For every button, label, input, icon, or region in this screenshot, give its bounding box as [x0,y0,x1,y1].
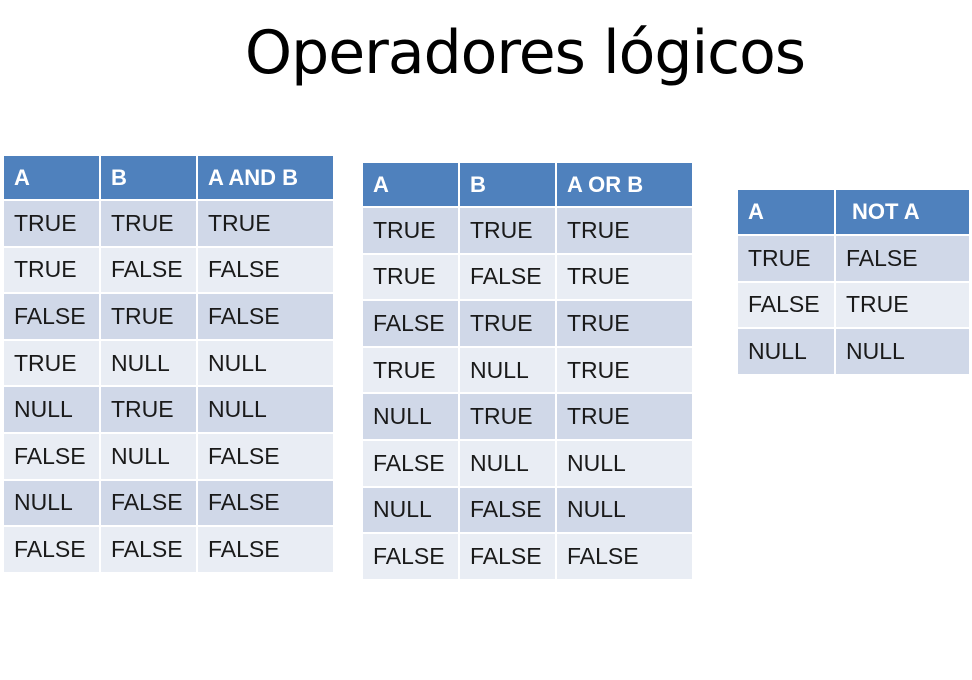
table-cell: TRUE [555,392,694,441]
table-cell: TRUE [555,299,694,348]
table-cell: FALSE [2,525,101,574]
table-cell: FALSE [196,525,335,574]
column-header: B [99,154,198,201]
table-row: FALSE NULL FALSE [2,431,335,481]
table-cell: TRUE [458,392,557,441]
table-row: FALSE FALSE FALSE [2,525,335,574]
table-cell: FALSE [196,478,335,528]
table-row: TRUE TRUE TRUE [361,206,694,255]
table-cell: TRUE [458,299,557,348]
table-cell: NULL [99,338,198,388]
table-cell: NULL [736,327,836,376]
table-row: TRUE FALSE [736,234,971,283]
table-cell: TRUE [2,245,101,295]
table-cell: TRUE [736,234,836,283]
table-row: TRUE FALSE TRUE [361,252,694,302]
table-cell: NULL [361,392,460,441]
page-title: Operadores lógicos [244,18,806,88]
table-cell: FALSE [736,280,836,329]
table-cell: FALSE [196,245,335,295]
table-cell: TRUE [2,338,101,388]
table-cell: FALSE [2,431,101,481]
table-row: FALSE TRUE TRUE [361,299,694,348]
table-row: FALSE TRUE FALSE [2,292,335,341]
table-row: TRUE NULL TRUE [361,345,694,395]
table-cell: FALSE [99,525,198,574]
column-header: A [2,154,101,201]
column-header: A AND B [196,154,335,201]
table-cell: FALSE [555,532,694,581]
column-header: A [361,161,460,208]
table-cell: TRUE [99,292,198,341]
table-cell: FALSE [196,292,335,341]
table-row: NULL TRUE TRUE [361,392,694,441]
table-row: FALSE FALSE FALSE [361,532,694,581]
table-cell: TRUE [555,252,694,302]
table-cell: TRUE [361,206,460,255]
table-cell: FALSE [361,532,460,581]
or-table-header-row: A B A OR B [361,161,694,208]
table-cell: NULL [458,345,557,395]
table-row: NULL TRUE NULL [2,385,335,434]
table-cell: NULL [834,327,971,376]
table-cell: FALSE [458,252,557,302]
table-cell: FALSE [834,234,971,283]
table-cell: FALSE [361,299,460,348]
and-table-header-row: A B A AND B [2,154,335,201]
table-cell: NULL [99,431,198,481]
table-cell: NULL [196,385,335,434]
table-cell: TRUE [555,206,694,255]
column-header: B [458,161,557,208]
table-cell: NULL [361,485,460,535]
table-cell: FALSE [99,478,198,528]
table-row: TRUE NULL NULL [2,338,335,388]
not-truth-table: A NOT A TRUE FALSE FALSE TRUE NULL NULL [736,188,971,376]
table-cell: NULL [2,385,101,434]
table-cell: TRUE [361,252,460,302]
table-cell: TRUE [2,199,101,248]
and-truth-table: A B A AND B TRUE TRUE TRUE TRUE FALSE FA… [2,154,335,574]
table-cell: TRUE [99,199,198,248]
table-cell: NULL [555,485,694,535]
table-row: TRUE FALSE FALSE [2,245,335,295]
table-cell: NULL [555,438,694,488]
or-truth-table: A B A OR B TRUE TRUE TRUE TRUE FALSE TRU… [361,161,694,581]
table-cell: TRUE [834,280,971,329]
table-cell: TRUE [99,385,198,434]
table-cell: NULL [2,478,101,528]
table-cell: FALSE [99,245,198,295]
table-row: FALSE TRUE [736,280,971,329]
table-row: FALSE NULL NULL [361,438,694,488]
table-cell: NULL [196,338,335,388]
table-cell: FALSE [2,292,101,341]
table-cell: FALSE [458,485,557,535]
table-row: NULL NULL [736,327,971,376]
not-table-header-row: A NOT A [736,188,971,236]
table-cell: FALSE [196,431,335,481]
table-cell: NULL [458,438,557,488]
table-row: NULL FALSE NULL [361,485,694,535]
table-cell: TRUE [361,345,460,395]
table-cell: TRUE [196,199,335,248]
table-cell: TRUE [555,345,694,395]
table-row: NULL FALSE FALSE [2,478,335,528]
table-cell: TRUE [458,206,557,255]
table-row: TRUE TRUE TRUE [2,199,335,248]
table-cell: FALSE [361,438,460,488]
column-header: A [736,188,836,236]
column-header: A OR B [555,161,694,208]
table-cell: FALSE [458,532,557,581]
column-header: NOT A [834,188,971,236]
